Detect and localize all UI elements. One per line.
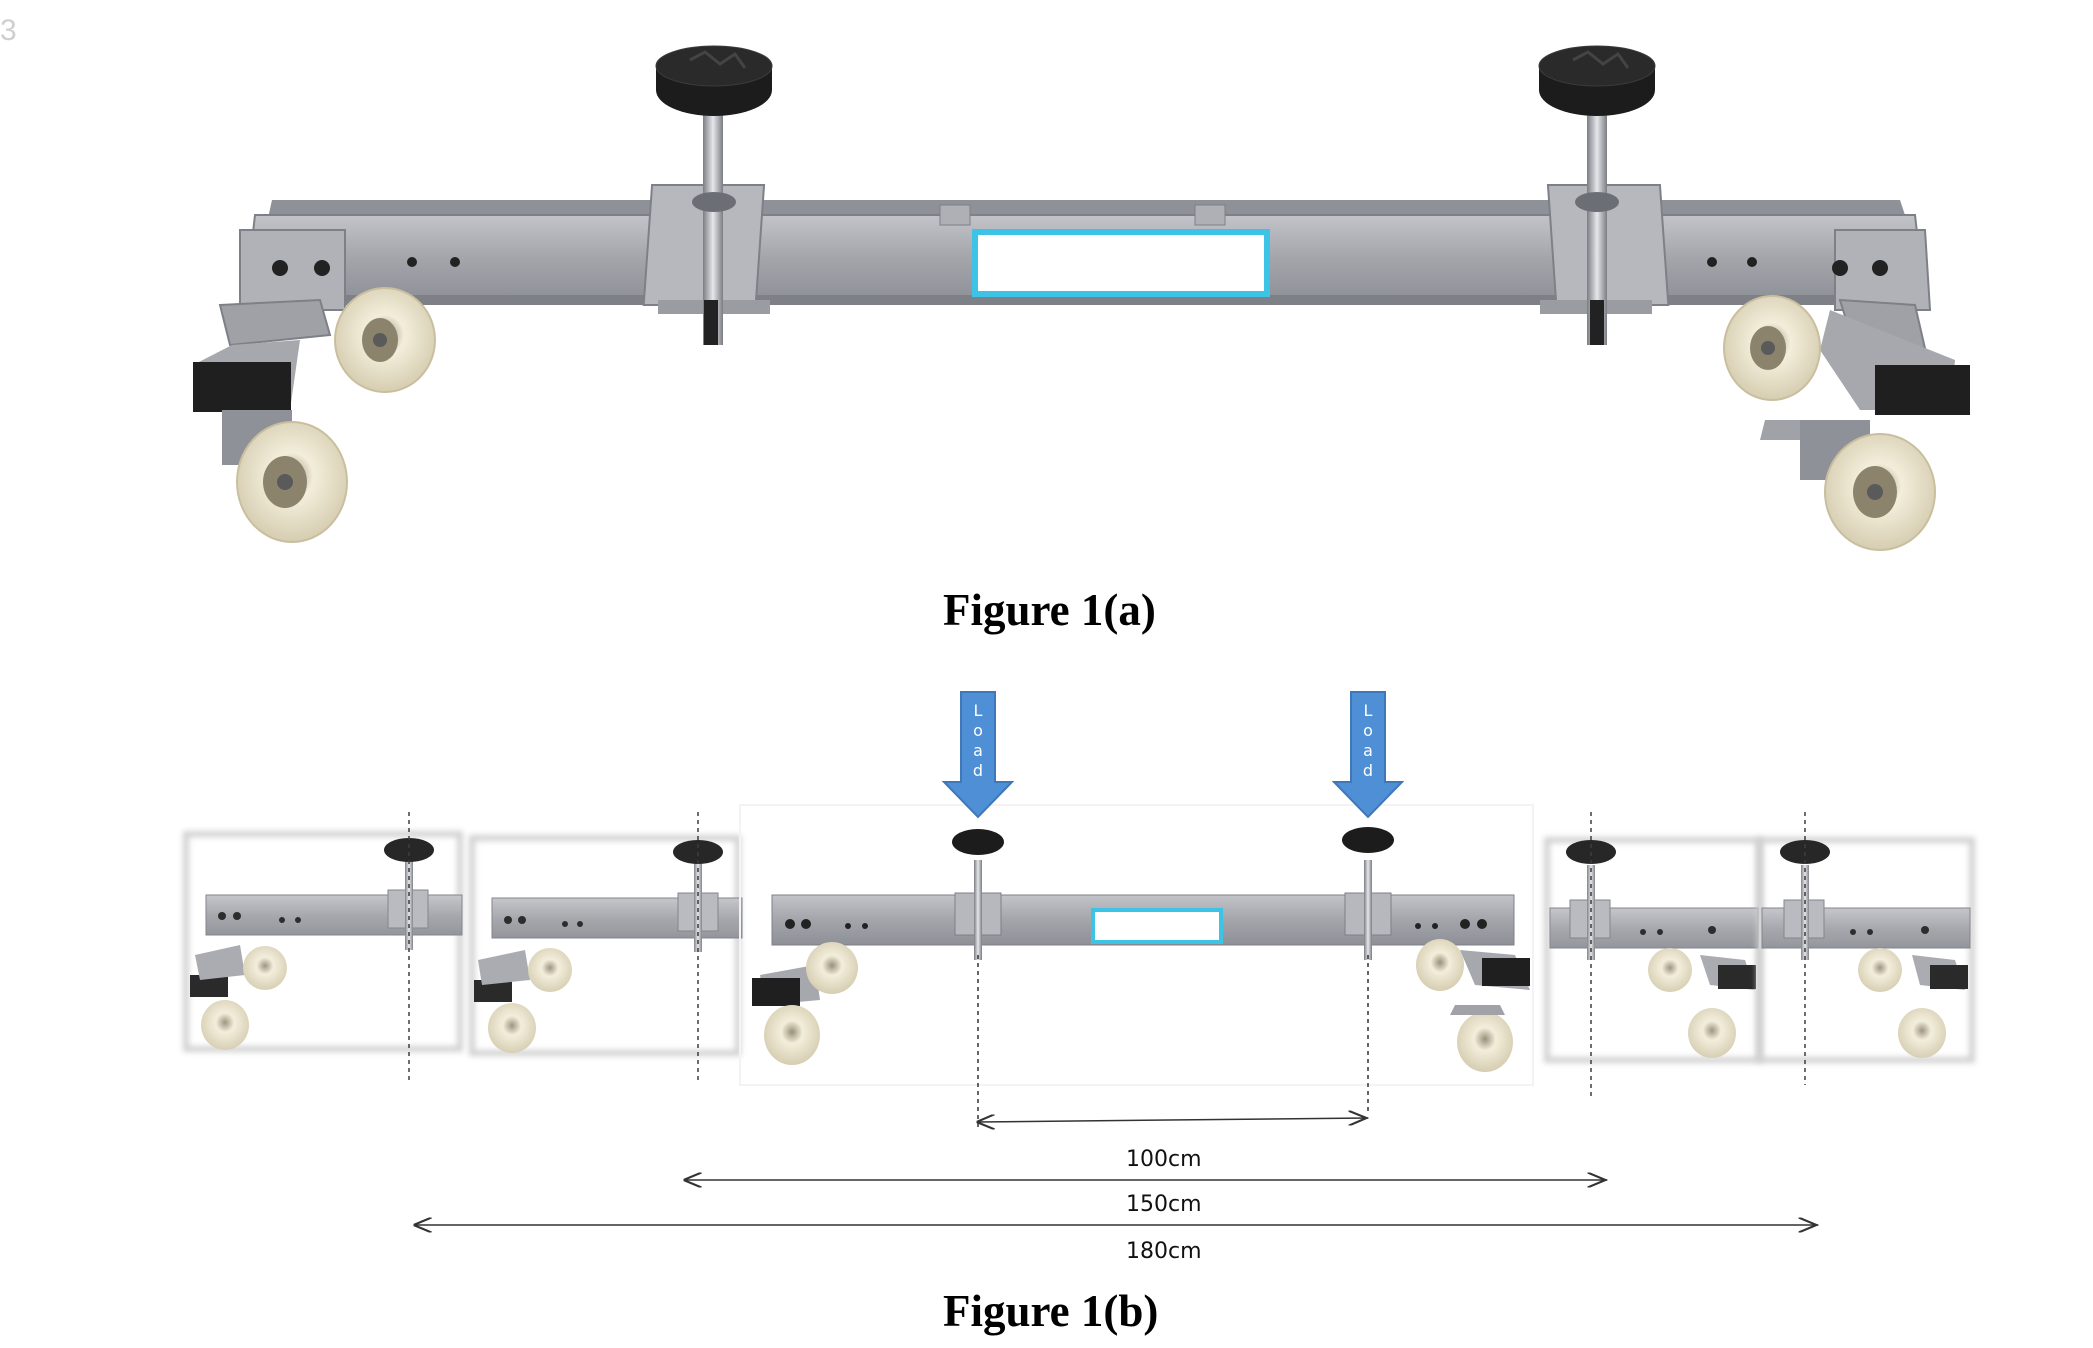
- right-foot-pad: [1875, 365, 1970, 415]
- rear-left-wheel: [334, 287, 436, 393]
- left-end-frame: [193, 229, 460, 543]
- dimension-line-100cm: [978, 1118, 1368, 1122]
- extended-right-segment-inner: [1544, 812, 1762, 1097]
- figure-1b-caption: Figure 1(b): [943, 1286, 1159, 1336]
- dimension-label-150cm: 150cm: [1126, 1192, 1202, 1217]
- right-end-frame: [1707, 229, 1970, 551]
- left-foot-pad: [193, 362, 291, 412]
- extended-right-segment-outer: [1757, 812, 1975, 1085]
- front-right-wheel-with-brake: [1760, 420, 1936, 551]
- front-left-wheel: [222, 410, 348, 543]
- highlight-box-bottom: [1091, 908, 1223, 944]
- extended-left-segment-inner: [469, 812, 743, 1082]
- figure-1a-dolly: [193, 45, 1970, 551]
- highlight-box-top: [972, 229, 1270, 297]
- rear-right-wheel: [1723, 295, 1821, 401]
- dimension-label-100cm: 100cm: [1126, 1147, 1202, 1172]
- figure-1a-caption: Figure 1(a): [943, 585, 1156, 635]
- right-screw-jack: [1538, 45, 1670, 345]
- extended-left-segment-outer: [183, 812, 463, 1082]
- left-screw-jack: [642, 45, 773, 345]
- base-dolly: [739, 804, 1534, 1130]
- dimension-label-180cm: 180cm: [1126, 1239, 1202, 1264]
- page-number: 3: [0, 14, 17, 47]
